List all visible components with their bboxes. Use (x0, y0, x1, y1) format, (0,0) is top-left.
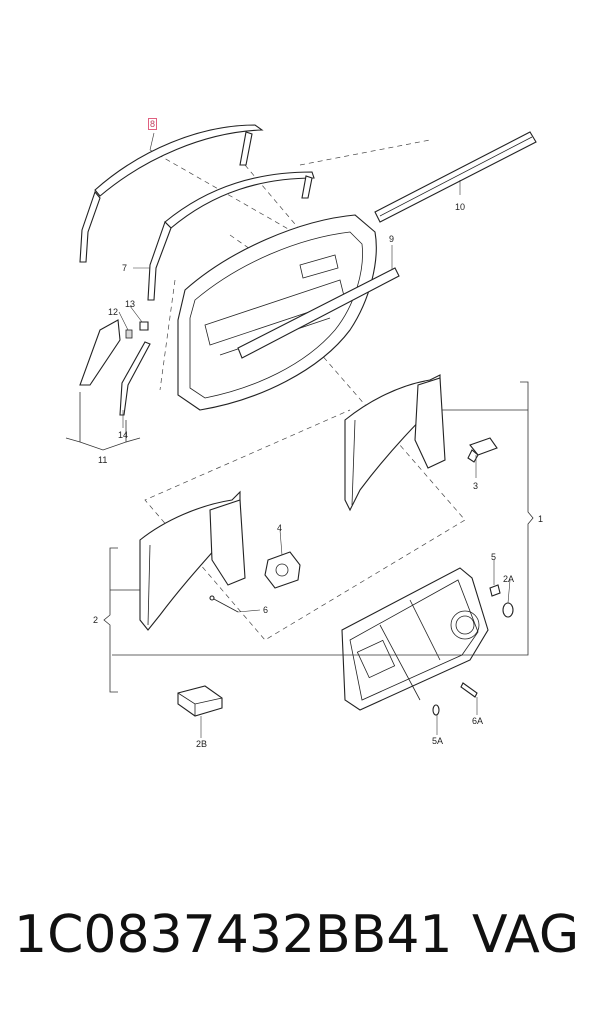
door-shell (177, 214, 377, 411)
brace-1 (112, 381, 534, 656)
fastener-5 (489, 584, 501, 597)
callout-11: 11 (98, 455, 108, 465)
callout-3: 3 (473, 481, 479, 491)
clip-13 (139, 321, 149, 331)
exploded-door-diagram (65, 124, 537, 738)
trim-strip-14 (119, 341, 151, 416)
door-module-plate (341, 567, 489, 711)
belt-strip-9 (237, 267, 400, 359)
callout-2: 2 (93, 615, 99, 625)
callout-1: 1 (538, 514, 544, 524)
callout-5: 5 (491, 552, 497, 562)
brace-11 (65, 392, 141, 451)
callout-10: 10 (455, 202, 466, 212)
window-motor-4 (264, 551, 301, 589)
leader-lines (118, 132, 511, 738)
window-channel-7 (147, 171, 315, 301)
pin-6A (460, 682, 478, 698)
callout-4: 4 (277, 523, 283, 533)
window-regulator-rear (344, 374, 498, 512)
callout-13: 13 (125, 299, 136, 309)
brand-caption: VAG (472, 905, 580, 965)
callout-2B: 2B (196, 739, 208, 749)
cap-2A (502, 602, 514, 618)
callout-6: 6 (263, 605, 269, 615)
callout-12: 12 (108, 307, 119, 317)
frame-seal-8 (79, 124, 264, 263)
callout-14: 14 (118, 430, 129, 440)
clip-5A (432, 704, 440, 716)
callout-7: 7 (122, 263, 128, 273)
brace-2 (103, 547, 140, 693)
callout-5A: 5A (432, 736, 444, 746)
foam-block-2B (177, 685, 223, 717)
mirror-trim-12 (79, 319, 133, 386)
bolt-6 (209, 595, 239, 613)
callout-2A: 2A (503, 574, 515, 584)
callout-9: 9 (389, 234, 395, 244)
callout-6A: 6A (472, 716, 484, 726)
belt-strip-10 (374, 131, 537, 223)
window-regulator-front (139, 490, 246, 631)
callout-8: 8 (148, 118, 158, 130)
part-number-caption: 1C0837432BB41 (14, 905, 453, 965)
